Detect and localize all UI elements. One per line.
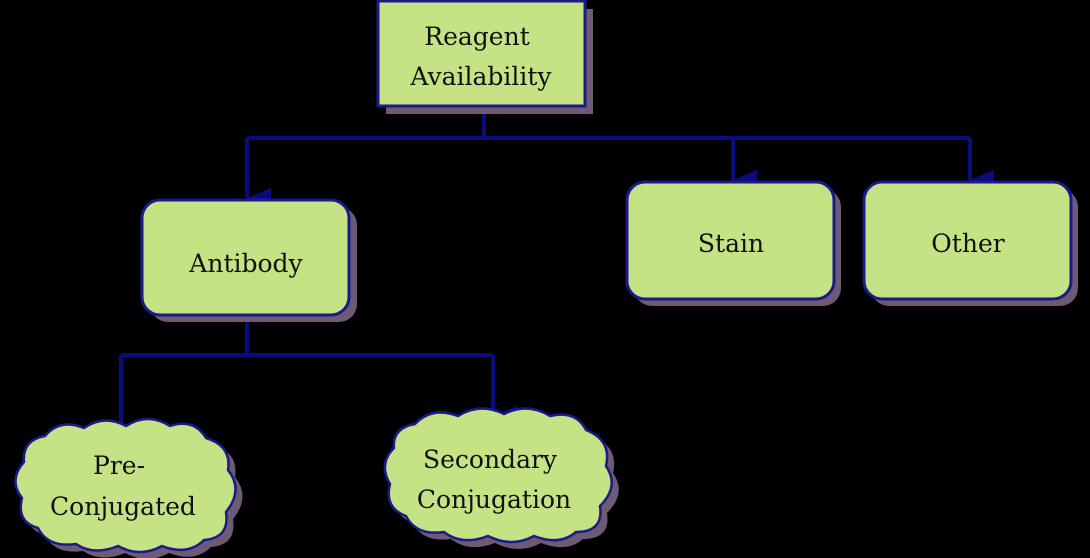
node-label-line: Conjugation <box>417 485 571 514</box>
node-label-line: Pre- <box>93 451 145 480</box>
node-label: Secondary Conjugation <box>417 445 571 514</box>
node-box <box>376 0 587 108</box>
node-label: Reagent Availability <box>409 22 552 91</box>
node-label-line: Secondary <box>423 445 558 474</box>
node-label-line: Availability <box>409 62 552 91</box>
node-stain: Stain <box>625 180 841 306</box>
cloud-node-pre-conjugated: Pre- Conjugated <box>14 417 243 558</box>
node-label: Other <box>931 229 1004 258</box>
cloud-body <box>383 407 613 544</box>
cloud-node-secondary-conjugation: Secondary Conjugation <box>383 407 619 549</box>
node-box <box>862 180 1073 301</box>
node-label-line: Other <box>931 229 1004 258</box>
node-label-line: Antibody <box>188 249 303 278</box>
connectors <box>119 114 994 438</box>
node-label-line: Conjugated <box>50 492 196 521</box>
node-label: Stain <box>698 229 764 258</box>
node-label: Antibody <box>188 249 303 278</box>
node-box <box>625 180 836 301</box>
node-antibody: Antibody <box>140 198 357 322</box>
node-label-line: Stain <box>698 229 764 258</box>
cloud-body <box>14 417 237 554</box>
node-label: Pre- Conjugated <box>50 451 196 521</box>
node-label-line: Reagent <box>424 22 529 51</box>
node-other: Other <box>862 180 1078 306</box>
node-box <box>140 198 351 317</box>
node-reagent-availability: Reagent Availability <box>376 0 593 114</box>
